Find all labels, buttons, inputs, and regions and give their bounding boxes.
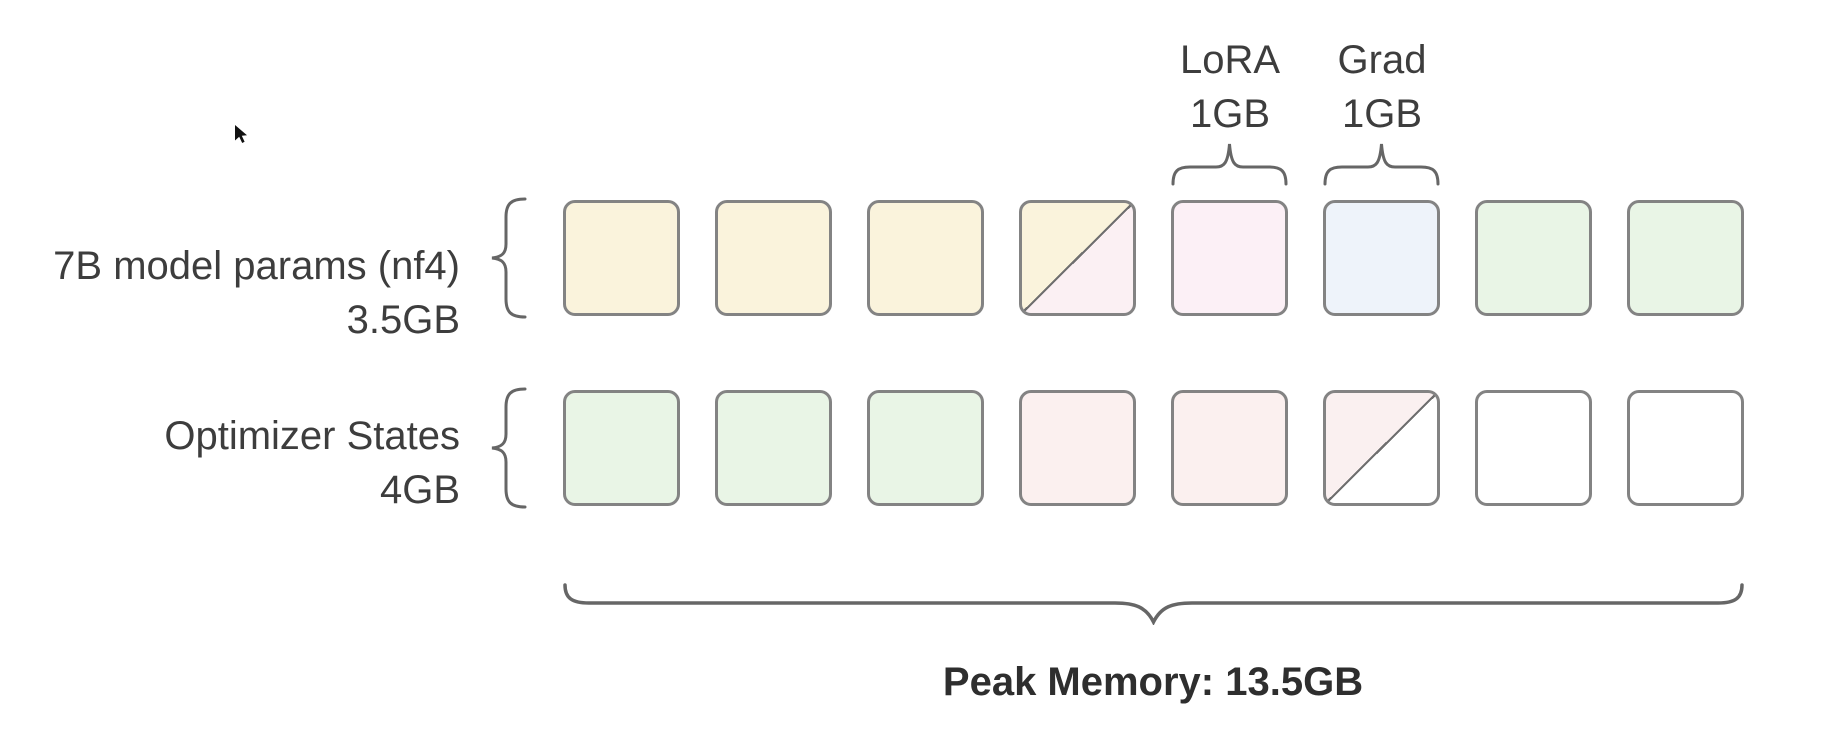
- mouse-cursor-icon: [234, 124, 248, 144]
- lora-size: 1GB: [1189, 92, 1271, 136]
- memory-cell: [715, 200, 832, 316]
- memory-cell: [563, 200, 680, 316]
- memory-cell: [1627, 200, 1744, 316]
- peak-memory-brace-icon: [563, 583, 1744, 625]
- memory-cell-split: [1323, 390, 1440, 506]
- memory-cell: [715, 390, 832, 506]
- memory-cell: [1475, 390, 1592, 506]
- peak-memory-label: Peak Memory: 13.5GB: [942, 660, 1364, 704]
- row-label-model-params: 7B model params (nf4) 3.5GB: [0, 239, 460, 347]
- model-params-size: 3.5GB: [346, 298, 460, 342]
- optimizer-states-label: Optimizer States: [164, 414, 460, 458]
- grad-size: 1GB: [1341, 92, 1423, 136]
- memory-cell: [1475, 200, 1592, 316]
- model-params-label: 7B model params (nf4): [53, 244, 460, 288]
- row-label-optimizer-states: Optimizer States 4GB: [0, 409, 460, 517]
- memory-cell: [1171, 200, 1288, 316]
- memory-cell: [1627, 390, 1744, 506]
- memory-cell: [1019, 390, 1136, 506]
- grad-brace-icon: [1323, 140, 1440, 186]
- memory-cell: [867, 390, 984, 506]
- lora-brace-icon: [1171, 140, 1288, 186]
- memory-cell: [1171, 390, 1288, 506]
- row2-brace-icon: [485, 387, 527, 509]
- row1-brace-icon: [485, 197, 527, 319]
- memory-cell: [867, 200, 984, 316]
- memory-cell-split: [1019, 200, 1136, 316]
- grad-label: Grad: [1337, 38, 1427, 82]
- lora-label: LoRA: [1179, 38, 1281, 82]
- memory-cell: [563, 390, 680, 506]
- memory-cell: [1323, 200, 1440, 316]
- grad-annotation: Grad 1GB: [1262, 33, 1502, 141]
- optimizer-states-size: 4GB: [379, 468, 460, 512]
- lora-annotation: LoRA 1GB: [1110, 33, 1350, 141]
